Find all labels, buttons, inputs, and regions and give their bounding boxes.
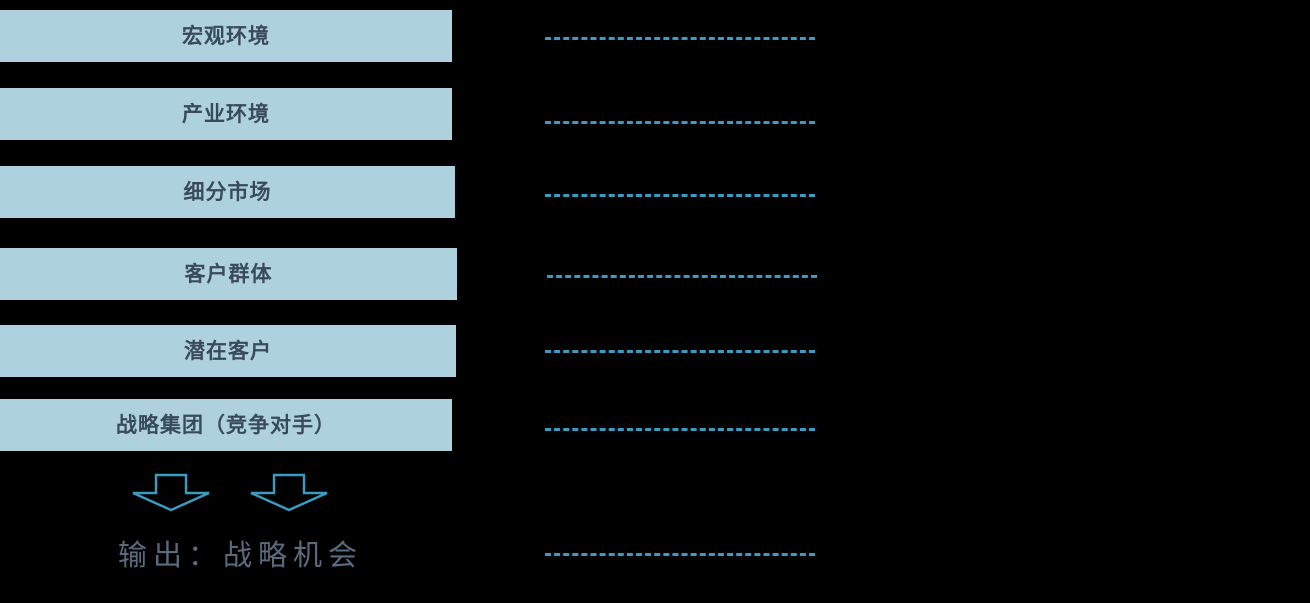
dashed-line-7 (545, 553, 815, 556)
level-bar-label: 潜在客户 (184, 338, 272, 363)
level-bar-label: 客户群体 (184, 261, 273, 286)
dashed-line-4 (547, 275, 817, 278)
dashed-line-3 (545, 194, 815, 197)
dashed-line-6 (545, 428, 815, 431)
level-bar[interactable]: 细分市场 (0, 166, 455, 218)
level-bar[interactable]: 潜在客户 (0, 325, 456, 377)
output-label: 输出：战略机会 (118, 540, 364, 572)
level-bar-label: 产业环境 (182, 101, 270, 126)
level-bar[interactable]: 客户群体 (0, 248, 457, 300)
level-bar-label: 战略集团（竞争对手） (116, 412, 336, 437)
level-bar-label: 细分市场 (183, 179, 272, 204)
down-arrow-right-icon (249, 473, 329, 513)
dashed-line-5 (545, 350, 815, 353)
level-bar[interactable]: 战略集团（竞争对手） (0, 399, 452, 451)
level-bar[interactable]: 产业环境 (0, 88, 452, 140)
level-bar-label: 宏观环境 (182, 23, 270, 48)
dashed-line-2 (545, 121, 815, 124)
down-arrow-left-icon (131, 473, 211, 513)
level-bar[interactable]: 宏观环境 (0, 10, 452, 62)
dashed-line-1 (545, 37, 815, 40)
